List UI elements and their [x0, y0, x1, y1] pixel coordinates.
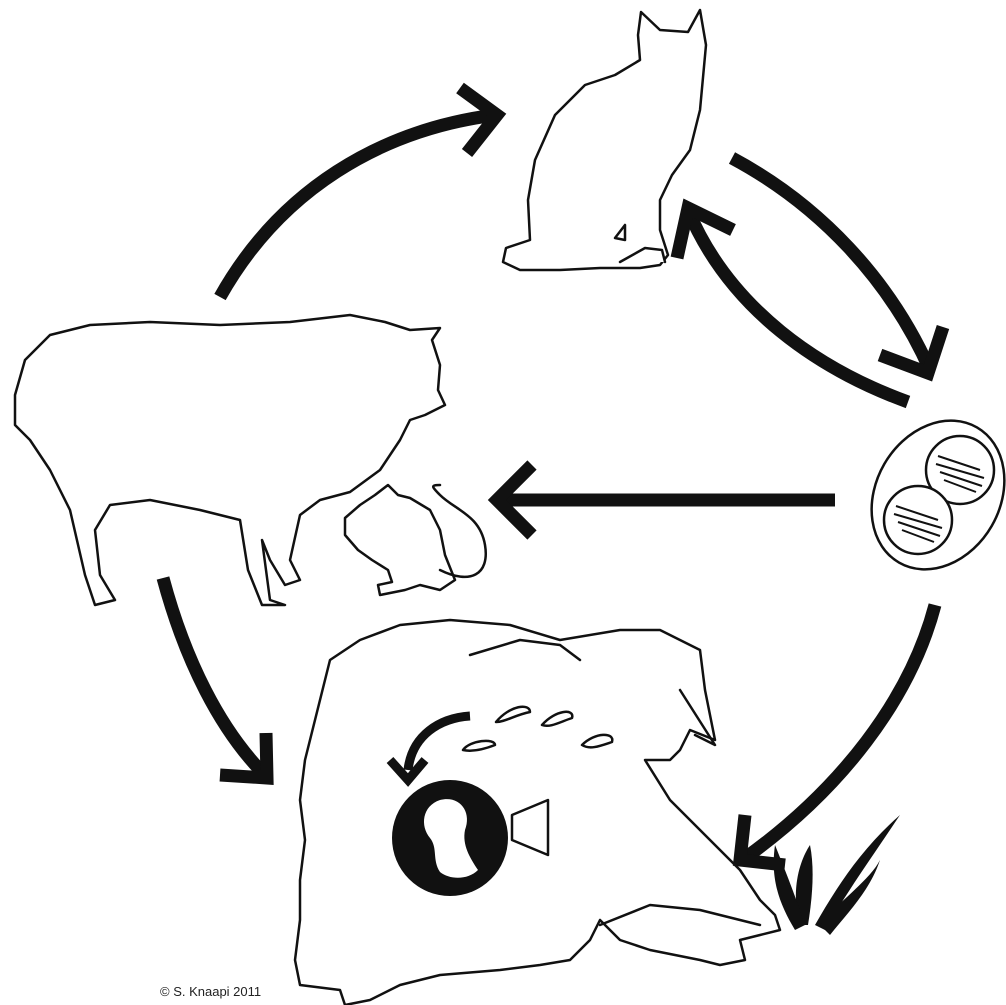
arrow-cat-to-oocyst	[732, 158, 943, 373]
arrow-oocyst-to-mouse	[497, 465, 835, 535]
arrow-oocyst-to-cat	[677, 208, 908, 402]
oocyst-illustration	[845, 396, 1006, 593]
arrow-sheep-to-person	[163, 578, 267, 778]
arrow-oocyst-to-plant	[740, 605, 935, 865]
mouse-illustration	[345, 485, 486, 595]
plant-illustration	[774, 815, 900, 935]
copyright-credit: © S. Knaapi 2011	[160, 984, 261, 999]
cat-illustration	[503, 10, 706, 270]
arrow-sheep-to-cat	[220, 88, 497, 297]
